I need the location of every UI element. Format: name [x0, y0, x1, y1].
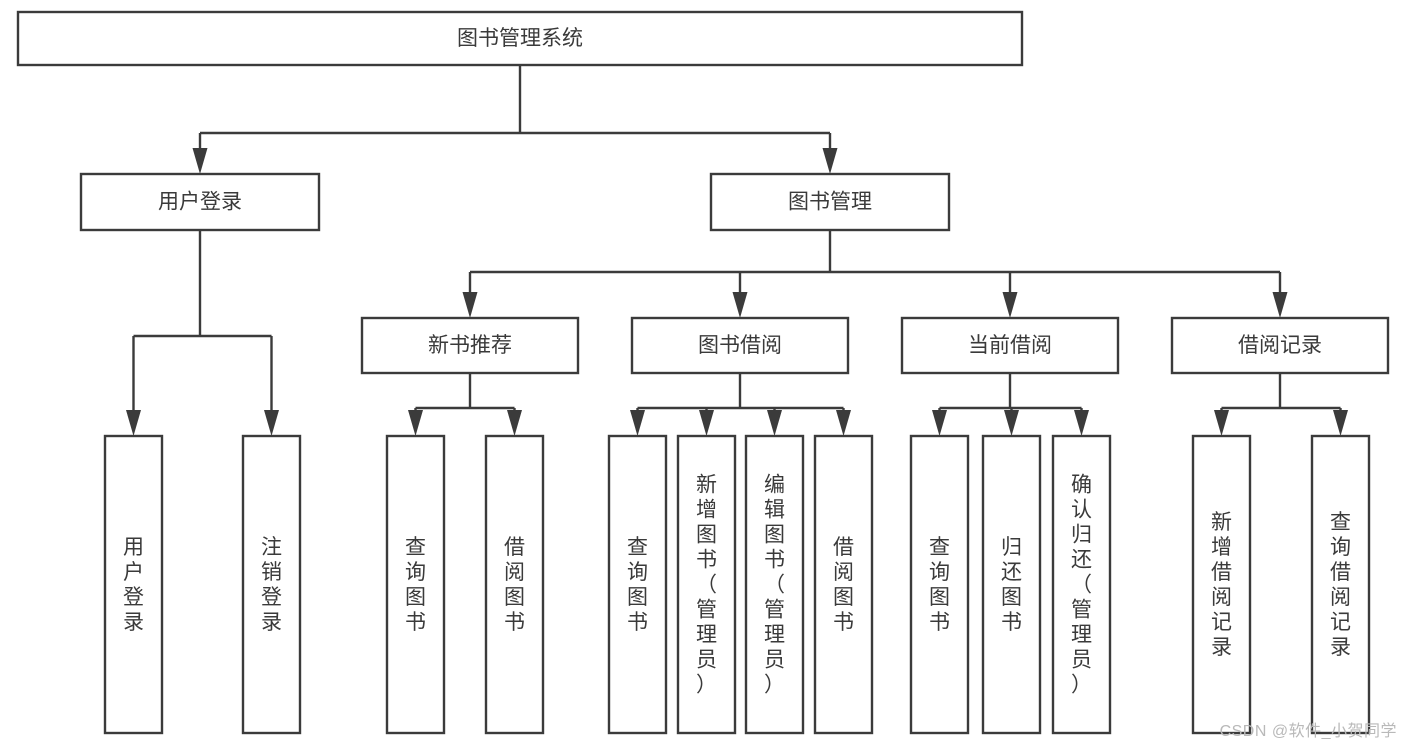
node-box-leaf-user-login[interactable] [103, 434, 164, 735]
node-box-leaf-confirm-return-admin[interactable] [1051, 434, 1112, 735]
node-label-leaf-logout-login: 注销登录 [261, 536, 282, 634]
node-leaf-add-borrow-record[interactable]: 新增借阅记录 [1191, 434, 1252, 735]
node-label-leaf-query-book-recommend: 查询图书 [405, 536, 426, 634]
node-leaf-borrow-book[interactable]: 借阅图书 [813, 434, 874, 735]
node-label-leaf-borrow-book: 借阅图书 [833, 536, 854, 634]
node-borrow-record[interactable]: 借阅记录 [1170, 316, 1390, 375]
node-box-book-management[interactable] [709, 172, 951, 232]
node-box-leaf-borrow-book-recommend[interactable] [484, 434, 545, 735]
node-label-leaf-add-borrow-record: 新增借阅记录 [1211, 511, 1232, 659]
node-label-user-login: 用户登录 [158, 191, 242, 214]
node-leaf-query-book-borrow[interactable]: 查询图书 [607, 434, 668, 735]
node-label-leaf-edit-book-admin: 编辑图书（管理员） [764, 474, 785, 697]
node-label-leaf-user-login: 用户登录 [123, 536, 144, 634]
connector-layer [126, 65, 1348, 436]
node-label-leaf-return-book: 归还图书 [1001, 536, 1022, 634]
node-label-new-book-recommend: 新书推荐 [428, 334, 512, 357]
node-leaf-borrow-book-recommend[interactable]: 借阅图书 [484, 434, 545, 735]
node-label-leaf-query-book-current: 查询图书 [929, 536, 950, 634]
node-box-leaf-query-book-current[interactable] [909, 434, 970, 735]
node-current-borrow[interactable]: 当前借阅 [900, 316, 1120, 375]
node-label-leaf-query-book-borrow: 查询图书 [627, 536, 648, 634]
node-leaf-logout-login[interactable]: 注销登录 [241, 434, 302, 735]
node-box-leaf-query-book-recommend[interactable] [385, 434, 446, 735]
node-box-leaf-borrow-book[interactable] [813, 434, 874, 735]
node-label-current-borrow: 当前借阅 [968, 334, 1052, 357]
node-user-login[interactable]: 用户登录 [79, 172, 321, 232]
node-label-leaf-confirm-return-admin: 确认归还（管理员） [1071, 474, 1092, 697]
node-label-leaf-query-borrow-record: 查询借阅记录 [1330, 511, 1351, 659]
node-box-user-login[interactable] [79, 172, 321, 232]
node-box-leaf-logout-login[interactable] [241, 434, 302, 735]
node-box-leaf-query-book-borrow[interactable] [607, 434, 668, 735]
node-box-leaf-edit-book-admin[interactable] [744, 434, 805, 735]
csdn-watermark: CSDN @软件_小贺同学 [1219, 723, 1397, 740]
node-box-leaf-add-book-admin[interactable] [676, 434, 737, 735]
node-box-root[interactable] [16, 10, 1024, 67]
node-leaf-query-borrow-record[interactable]: 查询借阅记录 [1310, 434, 1371, 735]
node-new-book-recommend[interactable]: 新书推荐 [360, 316, 580, 375]
node-label-leaf-add-book-admin: 新增图书（管理员） [696, 474, 717, 697]
node-leaf-user-login[interactable]: 用户登录 [103, 434, 164, 735]
node-box-borrow-record[interactable] [1170, 316, 1390, 375]
node-box-book-borrow[interactable] [630, 316, 850, 375]
node-leaf-query-book-recommend[interactable]: 查询图书 [385, 434, 446, 735]
node-leaf-return-book[interactable]: 归还图书 [981, 434, 1042, 735]
node-label-book-borrow: 图书借阅 [698, 334, 782, 357]
node-label-root: 图书管理系统 [457, 27, 583, 50]
node-book-borrow[interactable]: 图书借阅 [630, 316, 850, 375]
node-label-borrow-record: 借阅记录 [1238, 334, 1322, 357]
node-book-management[interactable]: 图书管理 [709, 172, 951, 232]
node-leaf-query-book-current[interactable]: 查询图书 [909, 434, 970, 735]
node-box-leaf-return-book[interactable] [981, 434, 1042, 735]
node-box-new-book-recommend[interactable] [360, 316, 580, 375]
node-label-book-management: 图书管理 [788, 191, 872, 214]
node-leaf-confirm-return-admin[interactable]: 确认归还（管理员） [1051, 434, 1112, 735]
node-root[interactable]: 图书管理系统 [16, 10, 1024, 67]
node-box-leaf-add-borrow-record[interactable] [1191, 434, 1252, 735]
node-box-leaf-query-borrow-record[interactable] [1310, 434, 1371, 735]
node-layer: 图书管理系统用户登录图书管理新书推荐图书借阅当前借阅借阅记录用户登录注销登录查询… [16, 10, 1390, 735]
node-label-leaf-borrow-book-recommend: 借阅图书 [504, 536, 525, 634]
node-box-current-borrow[interactable] [900, 316, 1120, 375]
node-leaf-add-book-admin[interactable]: 新增图书（管理员） [676, 434, 737, 735]
node-leaf-edit-book-admin[interactable]: 编辑图书（管理员） [744, 434, 805, 735]
